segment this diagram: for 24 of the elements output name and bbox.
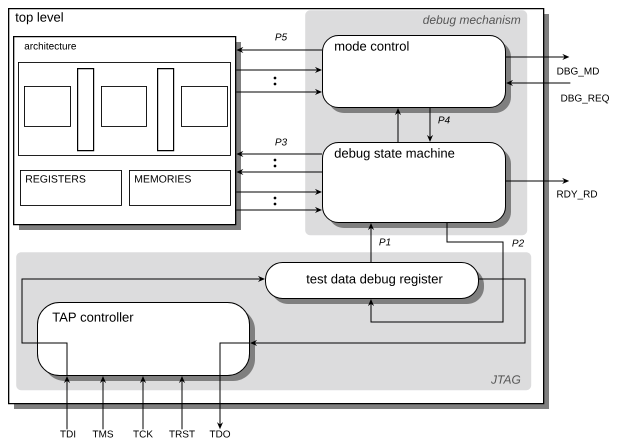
signal-label: RDY_RD [557,190,598,200]
process-box: TAP controller [37,302,255,381]
edge-label: P1 [378,238,392,246]
signal-label: TMS [92,430,114,438]
edge-label: P4 [436,116,452,124]
empty-box [24,86,71,127]
edge-label: P5 [274,32,288,42]
process-box: mode control [322,35,511,113]
bar-block [157,68,174,152]
signal-label: TDO [210,430,230,438]
signal-label: TCK [133,430,153,438]
signal-label: DBG_MD [557,68,599,76]
arrow [368,222,504,322]
bar-block [77,68,94,152]
signal-label: TRST [169,430,195,438]
signal-label: TDI [60,430,76,438]
empty-box [101,86,147,127]
signal-label: DBG_REQ [561,94,609,104]
block-box: REGISTERS [20,170,122,206]
process-box: debug state machine [322,142,511,228]
block-box: MEMORIES [129,170,231,206]
process-box: test data debug register [265,262,484,304]
empty-box [181,86,228,127]
edge-label: P2 [510,238,526,248]
